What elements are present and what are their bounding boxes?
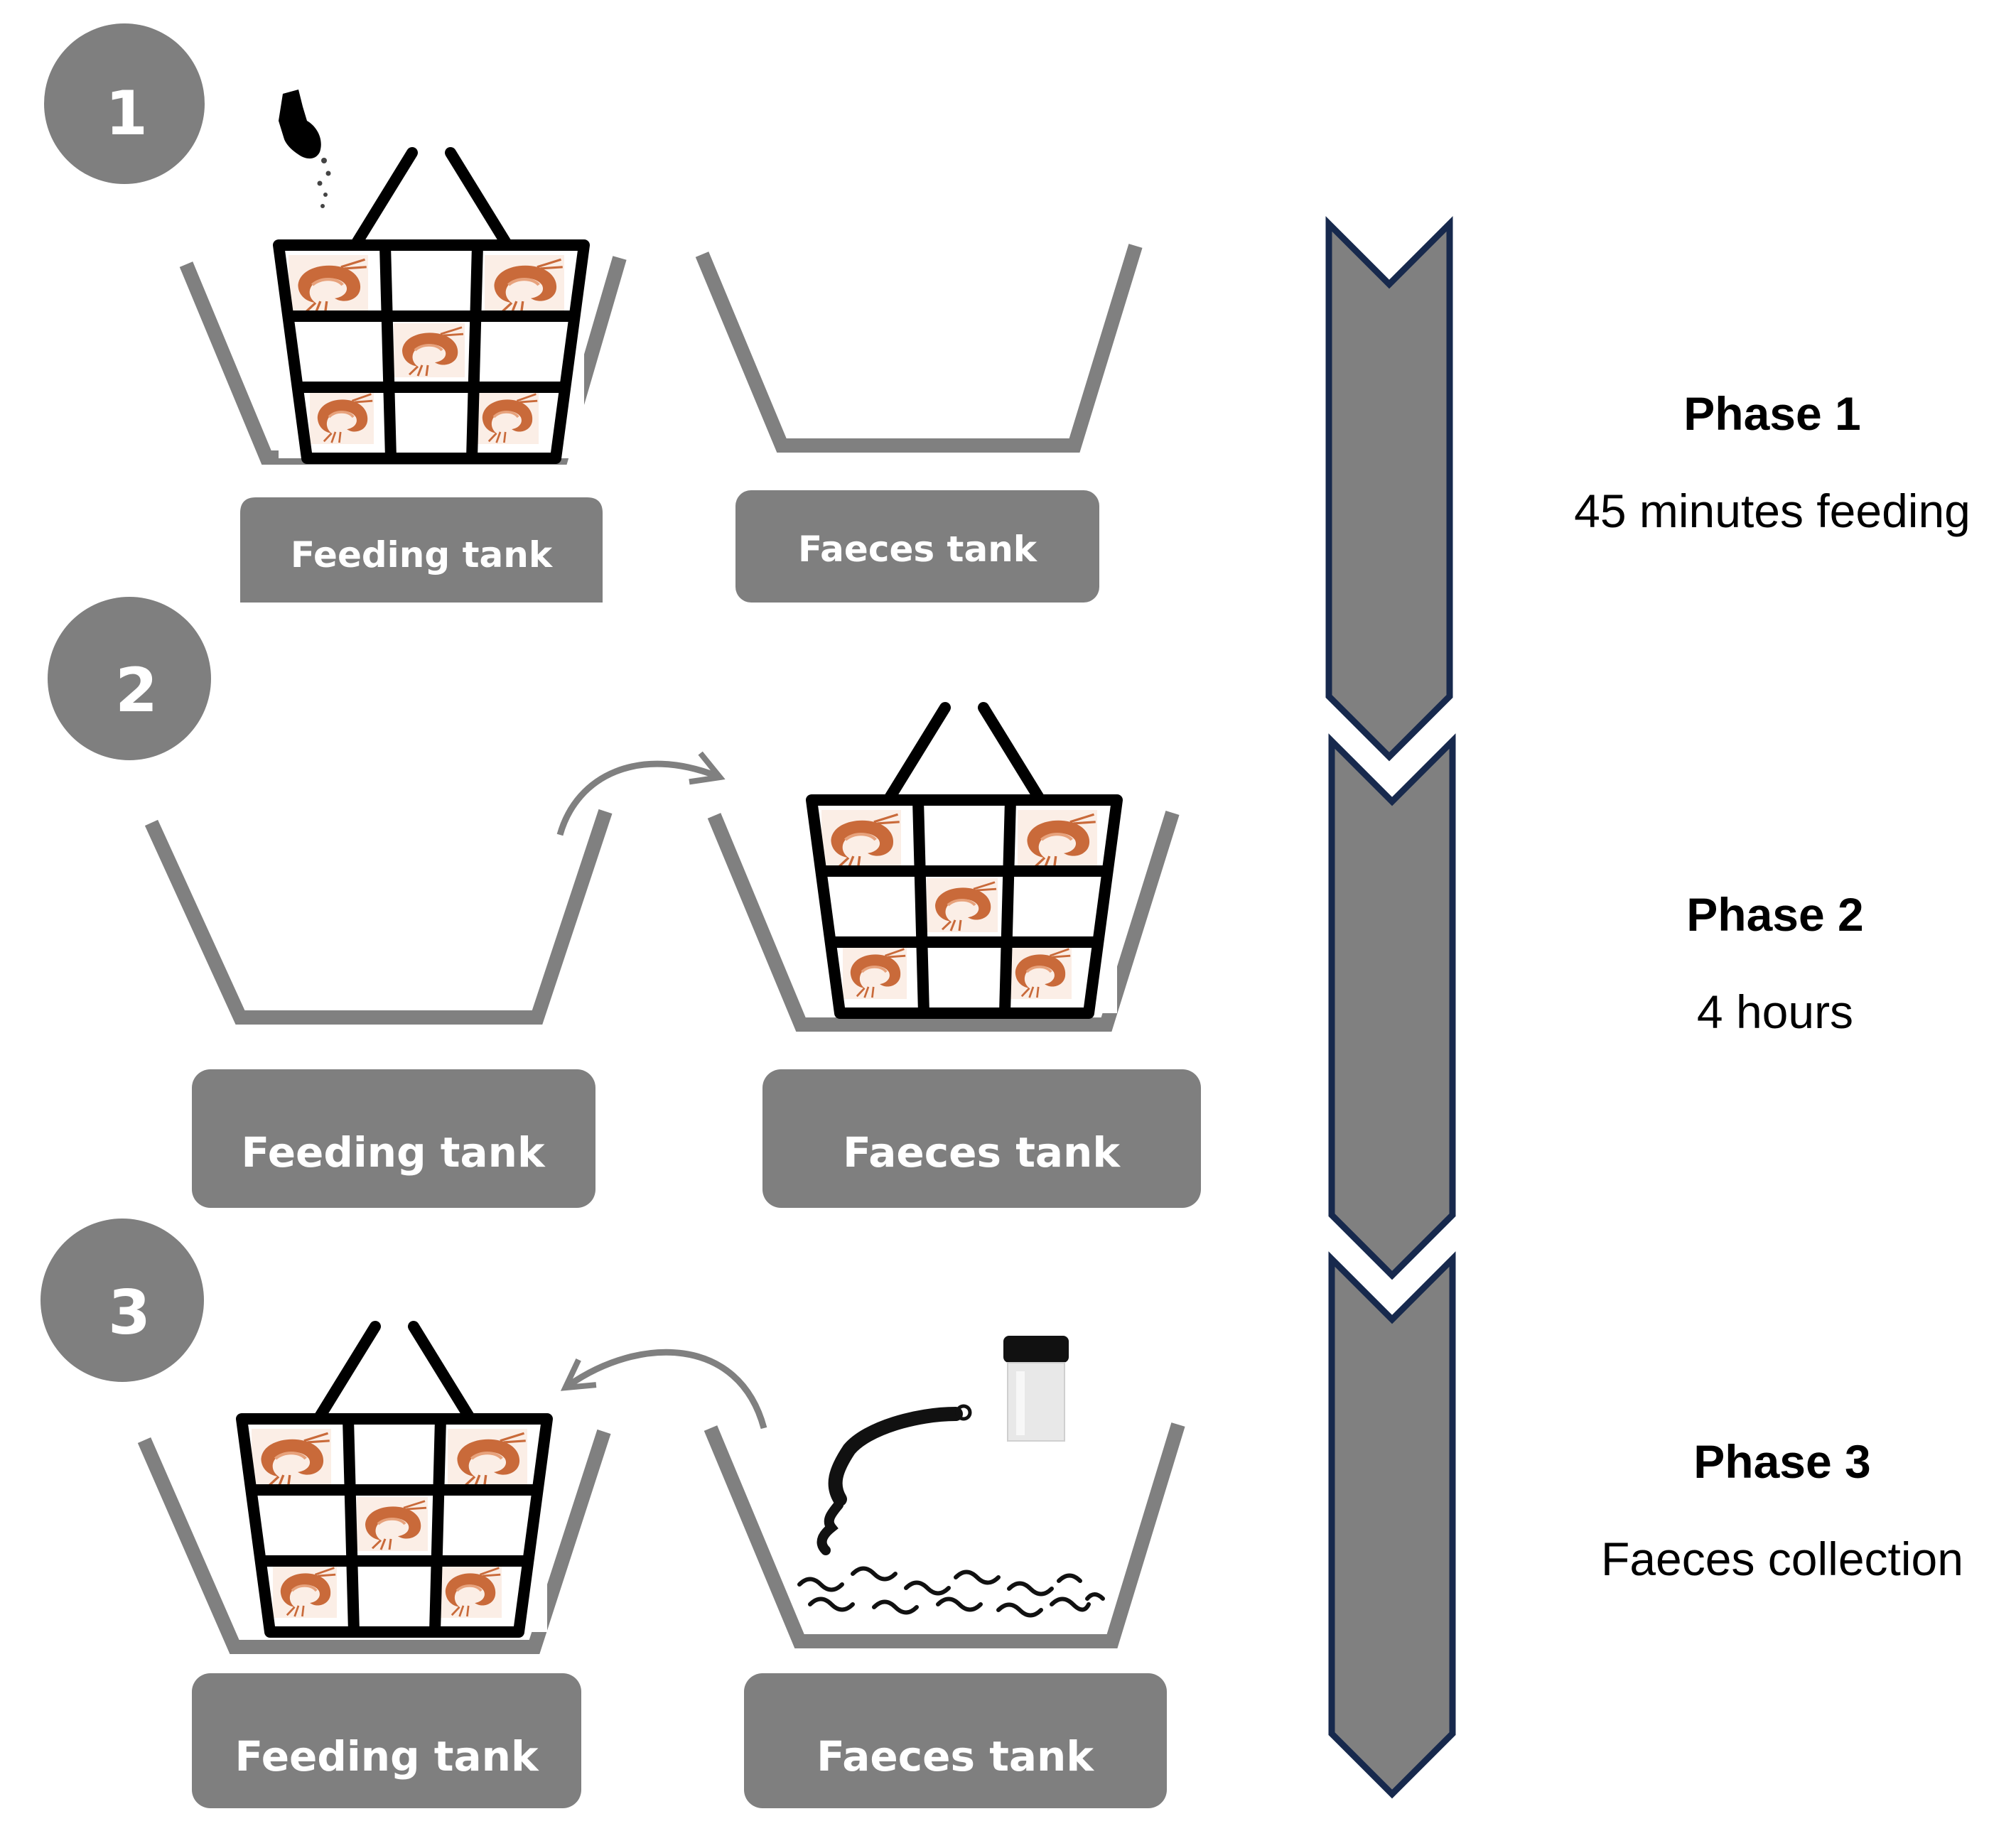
phase-3-description: Faeces collection [1601, 1533, 1963, 1585]
phase-2-chevron [1328, 733, 1456, 1280]
phase-1-description: 45 minutes feeding [1574, 485, 1971, 537]
shrimp-basket [242, 1327, 547, 1632]
feeding-tank-label-box [240, 497, 603, 603]
faeces-tank-label-box [735, 490, 1099, 603]
feeding-tank-vessel [137, 1429, 611, 1654]
phase-2-description: 4 hours [1697, 985, 1853, 1038]
curved-arrow-icon [556, 751, 726, 836]
step-2-circle [48, 597, 211, 760]
step-2-number: 2 [115, 655, 158, 726]
hand-dropping-feed-icon [279, 90, 331, 208]
faeces-tank-label: Faeces tank [816, 1732, 1094, 1781]
faeces-tank-vessel [704, 1422, 1185, 1648]
phase-3-text: Phase 3 Faeces collection [1601, 1435, 1963, 1585]
feeding-tank-label: Feeding tank [235, 1732, 539, 1781]
step-1: 1 Feeding tank Faeces tank [44, 23, 1143, 603]
feeding-tank-vessel [144, 809, 613, 1025]
shrimp-basket [812, 708, 1117, 1013]
siphon-hose-icon [816, 1404, 972, 1555]
step-3-number: 3 [108, 1277, 151, 1349]
faeces-strands-icon [797, 1566, 1105, 1618]
phase-1-title: Phase 1 [1683, 387, 1861, 440]
feeding-tank-label-box [192, 1673, 581, 1808]
faeces-tank-vessel [707, 811, 1180, 1032]
step-3-circle [41, 1219, 204, 1382]
curved-arrow-icon [560, 1349, 767, 1430]
feeding-tank-label-box [192, 1069, 595, 1208]
faeces-tank-label-box [762, 1069, 1201, 1208]
phase-2-text: Phase 2 4 hours [1686, 888, 1864, 1038]
faeces-tank-label-box [744, 1673, 1167, 1808]
sample-jar-icon [1003, 1336, 1069, 1442]
phase-timeline [1325, 216, 1456, 1799]
step-3: 3 [41, 1219, 1185, 1808]
phase-3-title: Phase 3 [1693, 1435, 1871, 1488]
faeces-tank-label: Faeces tank [798, 529, 1038, 570]
faeces-tank-vessel [695, 244, 1143, 453]
phase-1-chevron [1325, 216, 1453, 762]
feeding-tank-label: Feeding tank [241, 1128, 545, 1177]
step-1-circle [44, 23, 205, 184]
phase-1-text: Phase 1 45 minutes feeding [1574, 387, 1971, 537]
shrimp-basket [279, 153, 584, 458]
step-2: 2 Feeding tank Faeces tank [48, 597, 1201, 1208]
step-1-number: 1 [105, 78, 148, 149]
phase-2-title: Phase 2 [1686, 888, 1864, 941]
phase-3-chevron [1328, 1251, 1456, 1799]
feeding-tank-label: Feeding tank [291, 534, 554, 576]
faeces-tank-label: Faeces tank [843, 1128, 1121, 1177]
